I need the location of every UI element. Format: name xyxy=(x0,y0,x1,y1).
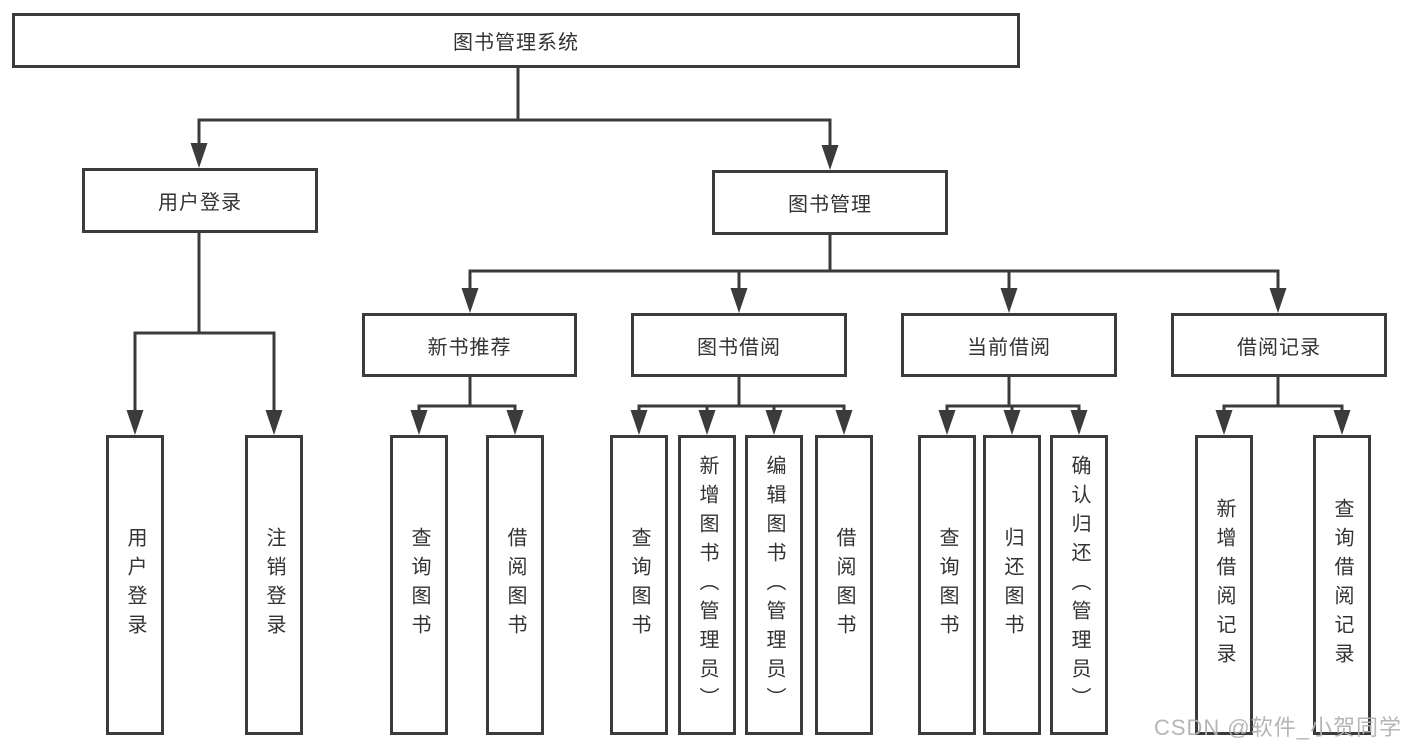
node-label: 查询图书 xyxy=(628,527,650,643)
leaf-query-books-borrow: 查询图书 xyxy=(610,435,668,735)
node-label: 查询图书 xyxy=(936,527,958,643)
leaf-return-books: 归还图书 xyxy=(983,435,1041,735)
leaf-borrow-books-recommend: 借阅图书 xyxy=(486,435,544,735)
node-book-borrowing: 图书借阅 xyxy=(631,313,847,377)
node-label: 确认归还（管理员） xyxy=(1068,454,1090,716)
node-library-management-system: 图书管理系统 xyxy=(12,13,1020,68)
node-borrowing-records: 借阅记录 xyxy=(1171,313,1387,377)
node-label: 用户登录 xyxy=(124,527,146,643)
node-label: 新书推荐 xyxy=(427,336,512,359)
node-label: 编辑图书（管理员） xyxy=(763,454,785,716)
node-label: 借阅记录 xyxy=(1237,336,1321,359)
node-label: 归还图书 xyxy=(1001,527,1023,643)
node-label: 注销登录 xyxy=(263,527,285,643)
node-new-book-recommendation: 新书推荐 xyxy=(362,313,577,377)
node-label: 借阅图书 xyxy=(833,527,855,643)
leaf-borrow-books: 借阅图书 xyxy=(815,435,873,735)
node-label: 新增图书（管理员） xyxy=(696,454,718,716)
leaf-query-books-current: 查询图书 xyxy=(918,435,976,735)
node-book-management: 图书管理 xyxy=(712,170,948,235)
node-label: 用户登录 xyxy=(158,192,242,214)
node-label: 图书管理 xyxy=(788,194,872,216)
node-current-borrowing: 当前借阅 xyxy=(901,313,1117,377)
node-label: 查询图书 xyxy=(408,527,430,643)
node-user-login: 用户登录 xyxy=(82,168,318,233)
node-label: 图书管理系统 xyxy=(453,32,579,54)
node-label: 查询借阅记录 xyxy=(1331,498,1353,672)
node-label: 新增借阅记录 xyxy=(1213,498,1235,672)
leaf-logout: 注销登录 xyxy=(245,435,303,735)
leaf-user-login: 用户登录 xyxy=(106,435,164,735)
node-label: 当前借阅 xyxy=(967,336,1051,359)
leaf-confirm-return-admin: 确认归还（管理员） xyxy=(1050,435,1108,735)
node-label: 借阅图书 xyxy=(504,527,526,643)
leaf-query-borrow-record: 查询借阅记录 xyxy=(1313,435,1371,735)
leaf-add-borrow-record: 新增借阅记录 xyxy=(1195,435,1253,735)
leaf-query-books-recommend: 查询图书 xyxy=(390,435,448,735)
node-label: 图书借阅 xyxy=(697,336,781,359)
csdn-watermark: CSDN @软件_小贺同学 xyxy=(1153,715,1402,740)
leaf-add-books-admin: 新增图书（管理员） xyxy=(678,435,736,735)
leaf-edit-books-admin: 编辑图书（管理员） xyxy=(745,435,803,735)
